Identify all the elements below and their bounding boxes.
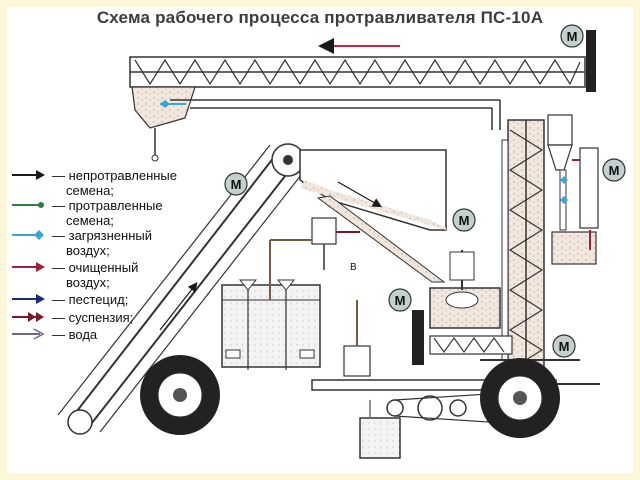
legend-line: воздух; (66, 243, 110, 258)
diamond-line-icon (12, 230, 44, 240)
motors: M M M M M M (224, 24, 626, 358)
legend-line: — протравленные (52, 198, 163, 213)
vertical-auger (501, 119, 545, 376)
valve-label: B (350, 262, 357, 273)
legend-line: воздух; (66, 275, 110, 290)
open-arrow-icon (12, 328, 45, 340)
legend-line: — суспензия; (52, 310, 134, 325)
motor-label: M (559, 339, 570, 354)
motor-auger-icon: M (388, 288, 412, 312)
legend-line: — очищенный (52, 260, 139, 275)
legend-label: — вода (52, 327, 97, 342)
arrow-icon (12, 262, 45, 272)
circle-end-line-icon (12, 202, 44, 208)
left-wheel (140, 355, 220, 435)
discharge-hopper (131, 86, 196, 162)
water-tank (359, 400, 401, 459)
motor-label: M (609, 163, 620, 178)
legend-line: — вода (52, 327, 98, 342)
dosing-unit (269, 217, 360, 300)
legend-line: семена; (66, 183, 114, 198)
diagram-title: Схема рабочего процесса протравливателя … (96, 8, 544, 27)
legend-label: — пестецид; (52, 292, 128, 307)
motor-belt-icon: M (224, 172, 248, 196)
arrow-icon (12, 294, 45, 304)
legend-line: — загрязненный (52, 228, 153, 243)
legend-line: — пестецид; (52, 292, 129, 307)
top-screw-conveyor (129, 30, 596, 92)
motor-label: M (231, 177, 242, 192)
motor-top-right-icon: M (560, 24, 584, 48)
motor-label: M (395, 293, 406, 308)
arrow-icon (12, 170, 45, 180)
motor-mixer-icon: M (452, 208, 476, 232)
cyclone-filter (547, 114, 599, 265)
right-wheel (480, 358, 560, 438)
motor-label: M (459, 213, 470, 228)
pesticide-tank (343, 300, 371, 377)
double-arrow-icon (12, 312, 44, 322)
legend-line: — непротравленные (52, 168, 178, 183)
legend-label: — суспензия; (52, 310, 133, 325)
mixing-chamber (412, 250, 513, 365)
motor-label: M (567, 29, 578, 44)
treatment-hopper (299, 149, 447, 283)
legend-line: семена; (66, 213, 114, 228)
motor-fan-icon: M (602, 158, 626, 182)
air-duct (160, 99, 501, 130)
motor-chassis-icon: M (552, 334, 576, 358)
